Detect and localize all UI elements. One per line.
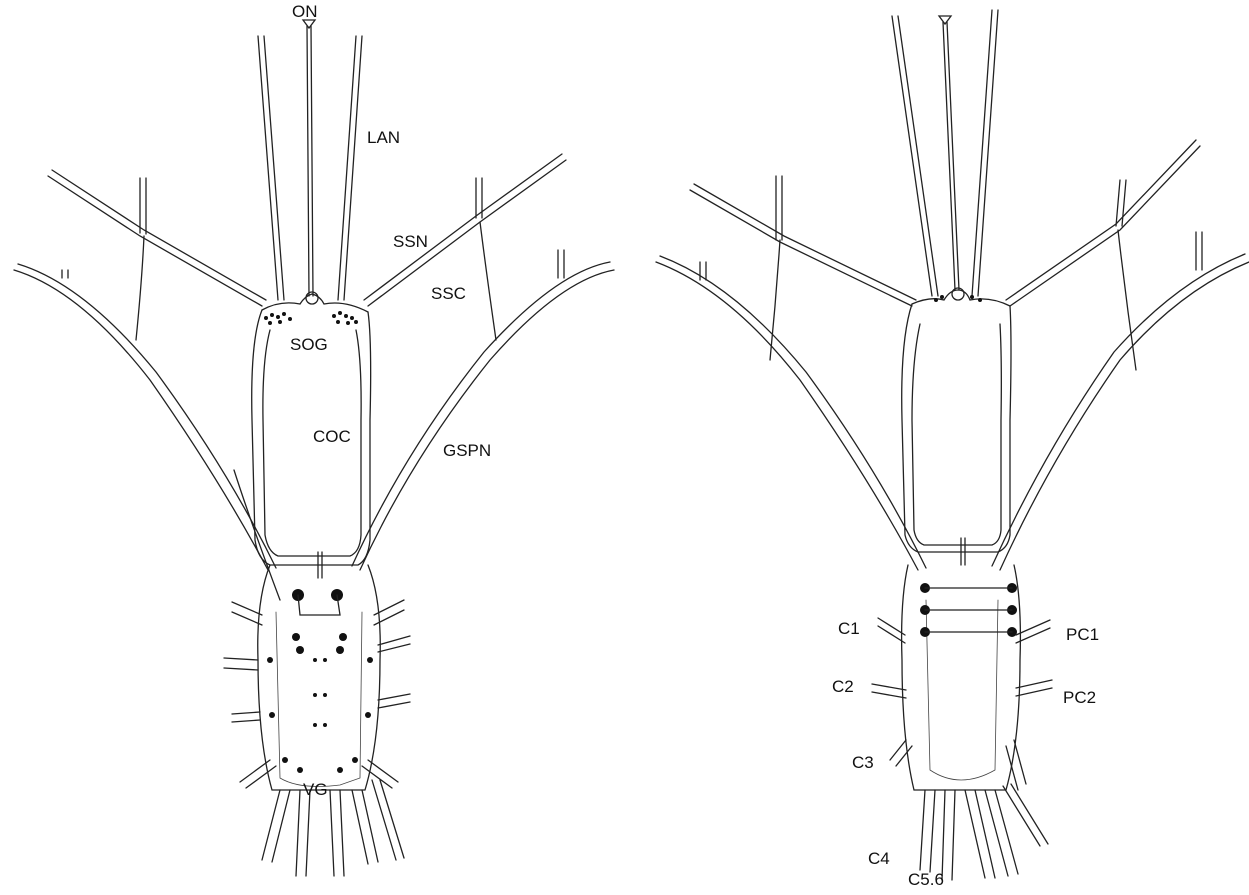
left-figure-labels: ON LAN SSN SSC SOG COC GSPN VG [290,2,491,799]
optic-nerve [303,20,315,296]
label-c4: C4 [868,849,890,868]
sog-neuron-cluster-right [332,311,358,325]
right-figure-lateral-nerves [656,140,1249,570]
optic-nerve-right [939,16,959,290]
ventral-ganglion [224,565,410,876]
long-antennal-nerves [258,36,362,300]
label-pc1: PC1 [1066,625,1099,644]
label-gspn: GSPN [443,441,491,460]
ventral-ganglion-right [872,565,1052,880]
left-figure: ON LAN SSN SSC SOG COC GSPN VG [14,2,614,876]
label-coc: COC [313,427,351,446]
right-figure: C1 PC1 C2 PC2 C3 C4 C5.6 [656,10,1249,889]
right-figure-labels: C1 PC1 C2 PC2 C3 C4 C5.6 [832,619,1099,889]
right-lateral-nerves [352,154,614,570]
label-pc2: PC2 [1063,688,1096,707]
label-c1: C1 [838,619,860,638]
left-lateral-nerves [14,170,280,600]
label-c56: C5.6 [908,870,944,889]
label-lan: LAN [367,128,400,147]
label-sog: SOG [290,335,328,354]
circumoesophageal-connectives-right [902,304,1011,565]
sog-neuron-cluster-left [264,312,292,325]
label-on: ON [292,2,318,21]
label-c2: C2 [832,677,854,696]
label-vg: VG [303,780,328,799]
label-ssc: SSC [431,284,466,303]
label-c3: C3 [852,753,874,772]
supraoesophageal-ganglion-right [912,288,1010,306]
label-ssn: SSN [393,232,428,251]
